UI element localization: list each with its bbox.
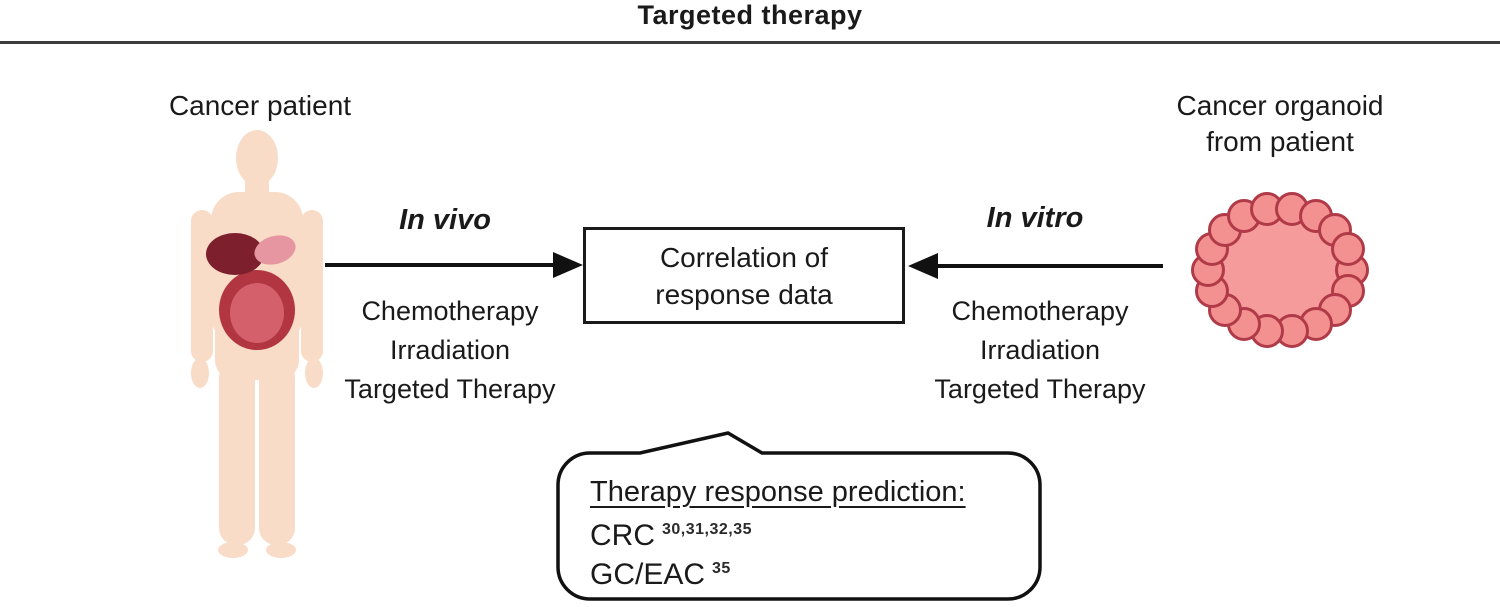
modality-item: Targeted Therapy xyxy=(934,374,1146,404)
prediction-item-gceac: GC/EAC 35 xyxy=(590,558,731,592)
correlation-box: Correlation of response data xyxy=(583,227,905,324)
modality-item: Targeted Therapy xyxy=(344,374,556,404)
prediction-item-label: CRC xyxy=(590,519,655,552)
correlation-box-line2: response data xyxy=(655,278,833,310)
prediction-heading: Therapy response prediction: xyxy=(590,476,966,508)
cancer-organoid-label: Cancer organoid from patient xyxy=(1145,88,1415,160)
modality-item: Chemotherapy xyxy=(361,296,539,326)
modality-item: Irradiation xyxy=(389,335,511,365)
modality-item: Irradiation xyxy=(979,335,1101,365)
organoid-core xyxy=(1202,204,1358,336)
in-vivo-modalities: Chemotherapy Irradiation Targeted Therap… xyxy=(325,292,575,409)
liver-icon xyxy=(206,233,264,275)
prediction-item-label: GC/EAC xyxy=(590,558,706,591)
human-body-icon xyxy=(191,130,323,558)
intestine-icon xyxy=(230,283,284,343)
title-divider-line xyxy=(0,41,1500,44)
in-vitro-label: In vitro xyxy=(986,202,1084,234)
prediction-item-crc: CRC 30,31,32,35 xyxy=(590,519,752,553)
prediction-item-refs: 35 xyxy=(712,560,731,577)
organoid-cells xyxy=(1191,192,1369,348)
stomach-icon xyxy=(254,235,296,265)
prediction-item-refs: 30,31,32,35 xyxy=(662,521,753,538)
in-vivo-label: In vivo xyxy=(399,204,491,236)
organoid-icon xyxy=(1191,192,1369,348)
modality-item: Chemotherapy xyxy=(951,296,1129,326)
in-vitro-modalities: Chemotherapy Irradiation Targeted Therap… xyxy=(915,292,1165,409)
cancer-organoid-label-line1: Cancer organoid xyxy=(1176,90,1384,121)
figure-title: Targeted therapy xyxy=(637,0,863,30)
correlation-box-line1: Correlation of xyxy=(659,241,829,273)
cancer-organoid-label-line2: from patient xyxy=(1206,126,1354,157)
cancer-patient-label: Cancer patient xyxy=(168,90,352,121)
in-vitro-arrowhead xyxy=(908,253,938,279)
in-vivo-arrowhead xyxy=(553,252,583,278)
